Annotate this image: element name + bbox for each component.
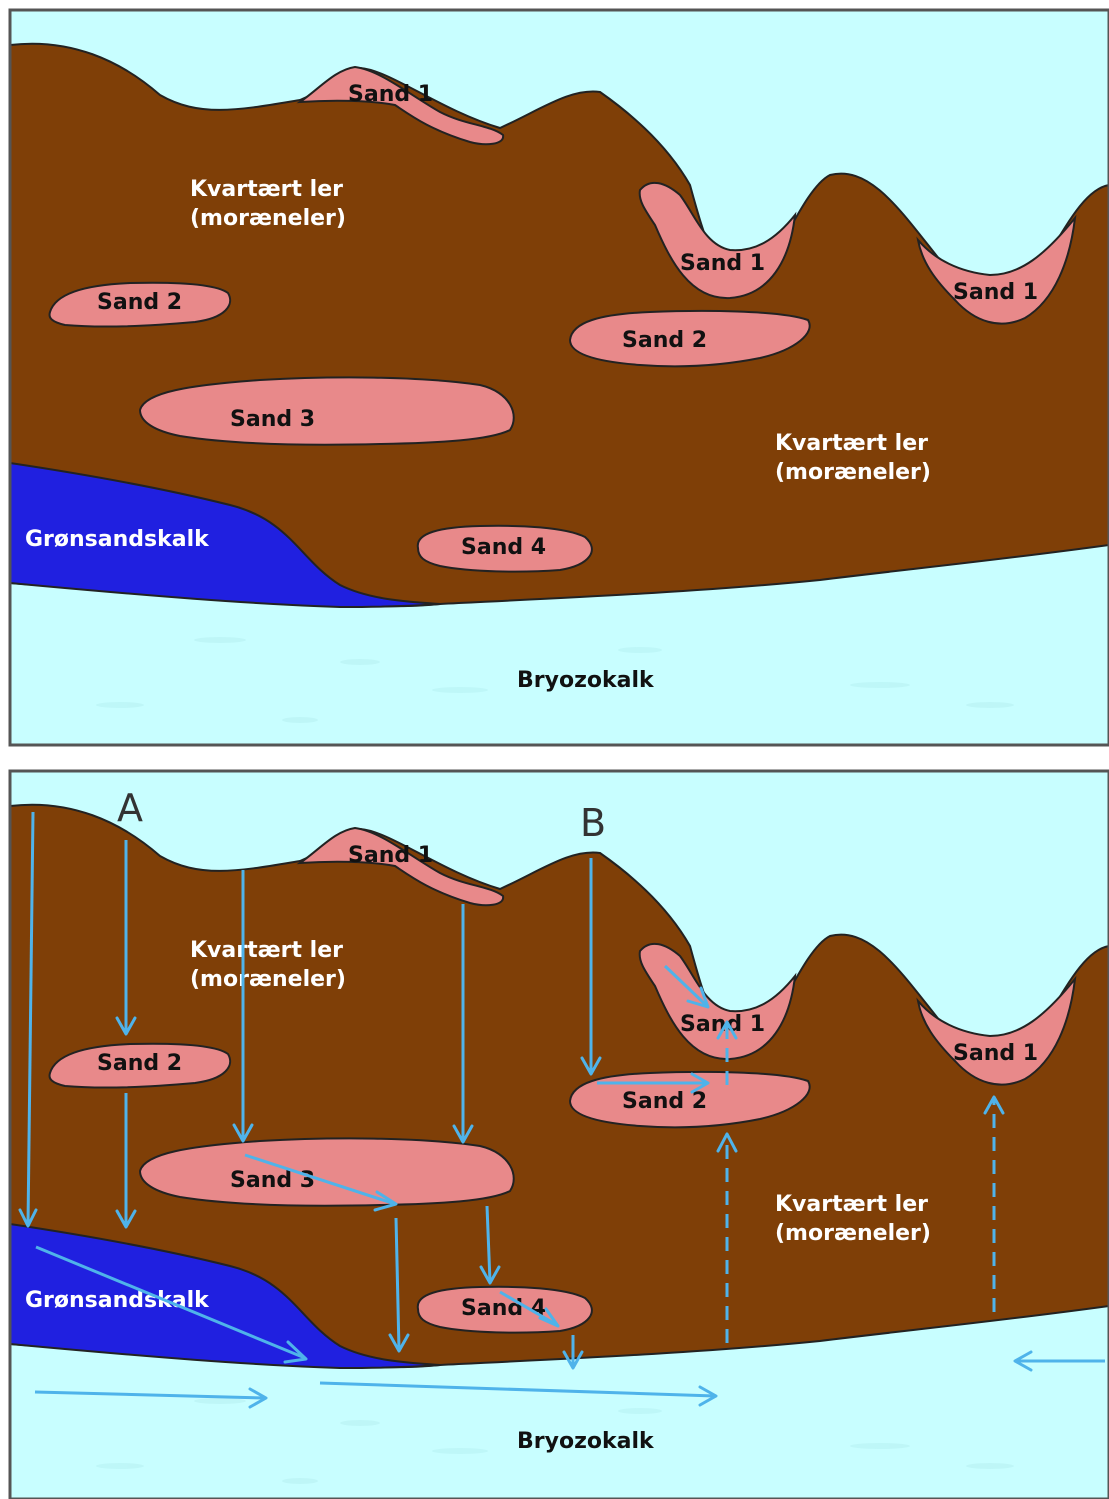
top-label-sand1-valley2: Sand 1 [953,280,1038,305]
bottom-label-sand1-hill: Sand 1 [348,843,433,868]
top-label-clay-b-1: Kvartært ler [775,431,928,456]
bottom-label-clay-a-2: (moræneler) [190,967,346,992]
bottom-label-clay-a-1: Kvartært ler [190,938,343,963]
bottom-label-clay-b-1: Kvartært ler [775,1192,928,1217]
bottom-label-greensand: Grønsandskalk [25,1288,210,1313]
top-label-sand3: Sand 3 [230,407,315,432]
top-label-greensand: Grønsandskalk [25,527,210,552]
top-cross-section: Sand 1 Kvartært ler (moræneler) Sand 1 S… [10,10,1109,745]
top-label-clay-a-2: (moræneler) [190,206,346,231]
top-geology-layers [10,10,1109,745]
bottom-label-clay-b-2: (moræneler) [775,1221,931,1246]
top-label-clay-a-1: Kvartært ler [190,177,343,202]
top-label-bryozo: Bryozokalk [517,668,655,693]
top-label-sand1-hill: Sand 1 [348,82,433,107]
point-a-label: A [117,786,143,830]
top-label-sand4: Sand 4 [461,535,546,560]
bottom-label-sand1-valley1: Sand 1 [680,1012,765,1037]
top-label-clay-b-2: (moræneler) [775,460,931,485]
top-label-sand2-right: Sand 2 [622,328,707,353]
bottom-label-bryozo: Bryozokalk [517,1429,655,1454]
bottom-label-sand4: Sand 4 [461,1296,546,1321]
bottom-label-sand1-valley2: Sand 1 [953,1041,1038,1066]
bottom-label-sand2-right: Sand 2 [622,1089,707,1114]
point-b-label: B [580,801,606,845]
bottom-cross-section: Sand 1 Kvartært ler (moræneler) Sand 1 S… [10,771,1109,1499]
top-label-sand2-left: Sand 2 [97,290,182,315]
bottom-label-sand3: Sand 3 [230,1168,315,1193]
bottom-label-sand2-left: Sand 2 [97,1051,182,1076]
top-label-sand1-valley1: Sand 1 [680,251,765,276]
